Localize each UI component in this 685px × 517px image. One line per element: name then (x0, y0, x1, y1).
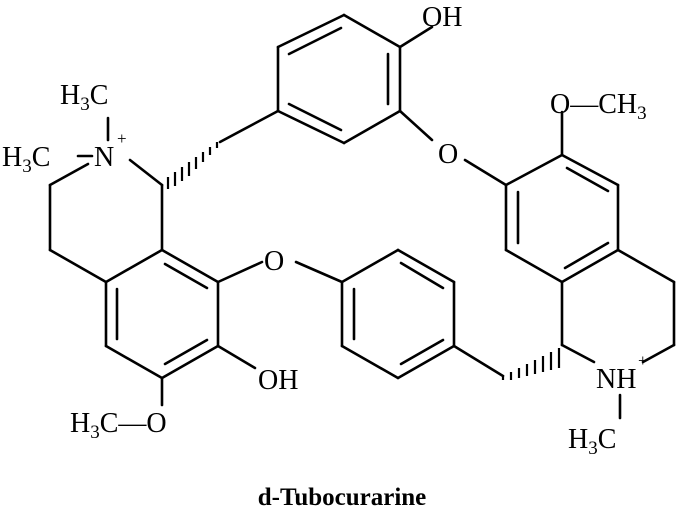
svg-text:H3C: H3C (60, 80, 108, 115)
svg-text:H3C: H3C (568, 424, 616, 459)
svg-text:N: N (94, 142, 114, 173)
label-oh-top: OH (422, 2, 462, 33)
right-aromatic-ring (504, 153, 620, 284)
label-n-methyl-bottom: H3C (568, 424, 616, 459)
label-n-quat: H3C H3C N + (2, 80, 127, 177)
bond-ch2-right (452, 344, 505, 378)
molecule-name: d-Tubocurarine (258, 484, 427, 511)
svg-text:+: + (638, 351, 648, 370)
bond-ether-top-1 (398, 109, 434, 142)
bond-ch2-left (218, 109, 280, 144)
hashed-wedge-right (501, 348, 561, 380)
label-methoxy-left: H3C—O (70, 408, 167, 443)
label-ether-o-top: O (438, 139, 458, 170)
svg-text:H3C—O: H3C—O (70, 408, 167, 443)
right-saturated-ring (560, 248, 676, 364)
top-phenol-ring (276, 13, 402, 145)
middle-phenylene-ring (340, 248, 456, 380)
bond-ether-left-2 (216, 260, 264, 284)
svg-text:+: + (117, 129, 127, 148)
bond-oh-bottom (216, 344, 257, 370)
left-aromatic-ring (104, 248, 220, 380)
label-oh-bottom: OH (258, 365, 298, 396)
left-saturated-ring (48, 158, 164, 284)
label-ether-o-left: O (264, 246, 284, 277)
label-methoxy-right: O—CH3 (550, 89, 647, 124)
label-nh-plus: NH + (596, 351, 648, 395)
bond-oh-top (398, 25, 434, 49)
svg-text:H3C: H3C (2, 142, 50, 177)
svg-text:NH: NH (596, 364, 636, 395)
hashed-wedge-left (166, 142, 219, 189)
svg-text:O—CH3: O—CH3 (550, 89, 647, 124)
bond-ether-left-1 (294, 260, 344, 284)
bond-ether-top-2 (463, 158, 508, 187)
